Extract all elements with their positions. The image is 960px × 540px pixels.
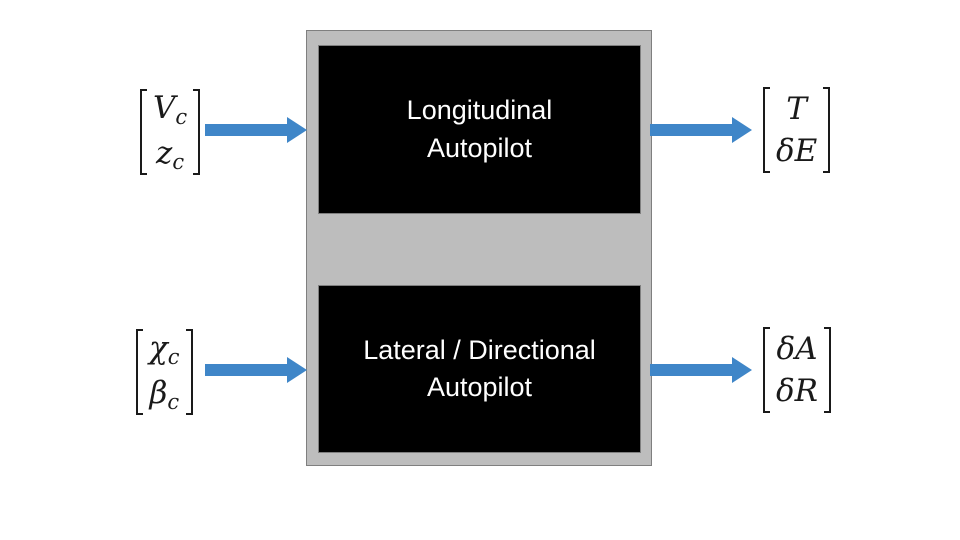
longitudinal-output-vector: T δE [763,87,831,173]
left-bracket [763,327,770,413]
left-bracket [763,87,770,173]
longitudinal-autopilot-block: Longitudinal Autopilot [318,45,641,214]
longitudinal-input-vector: Vc zc [140,87,201,177]
left-bracket [136,329,143,415]
output-entry-rudder: δR [776,373,819,409]
arrow-lateral-output [650,357,752,383]
input-entry-sideslip: βc [149,375,180,414]
input-entry-altitude: zc [156,135,185,174]
arrow-lateral-input [205,357,307,383]
right-bracket [193,89,201,175]
lateral-directional-autopilot-block: Lateral / Directional Autopilot [318,285,641,453]
arrow-longitudinal-input [205,117,307,143]
lateral-output-vector: δA δR [763,327,832,413]
longitudinal-autopilot-label: Longitudinal Autopilot [406,95,553,163]
right-bracket [823,87,831,173]
right-bracket [824,327,832,413]
left-bracket [140,89,147,175]
output-entry-aileron: δA [776,331,818,367]
input-entry-velocity: Vc [153,90,188,129]
lateral-directional-autopilot-label: Lateral / Directional Autopilot [363,334,596,402]
output-entry-elevator: δE [776,133,818,169]
input-entry-course: χc [149,330,180,369]
output-entry-thrust: T [786,91,807,127]
lateral-input-vector: χc βc [136,327,193,417]
arrow-longitudinal-output [650,117,752,143]
right-bracket [185,329,193,415]
